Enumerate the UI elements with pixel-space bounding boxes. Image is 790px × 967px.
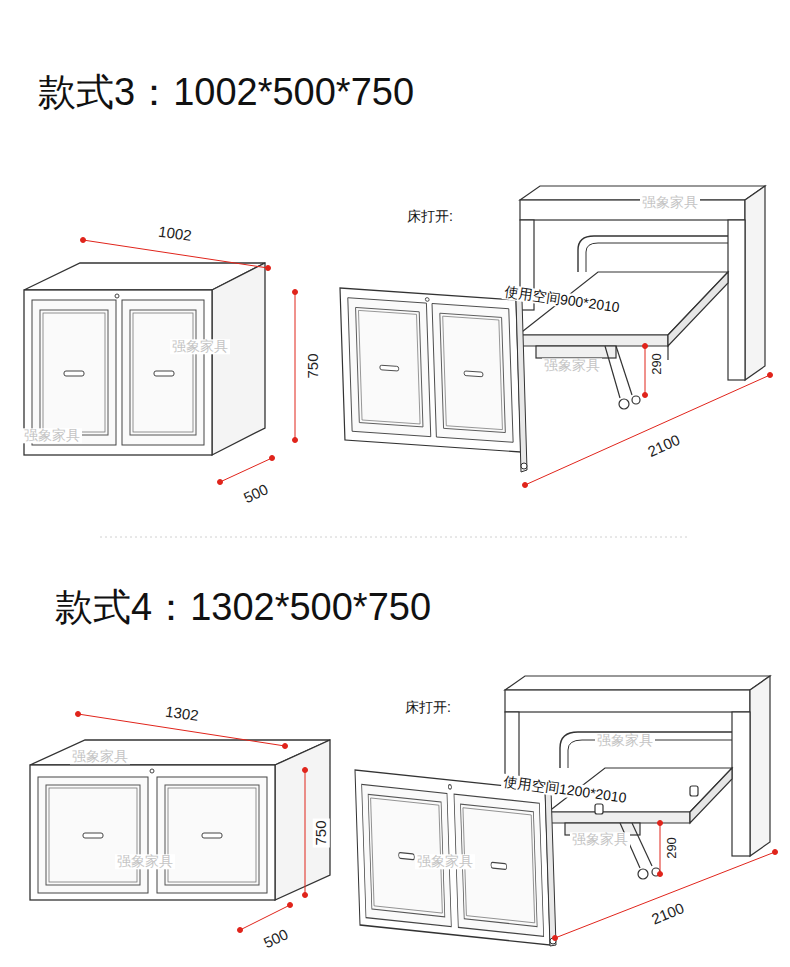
bed-edge [668,272,728,346]
dimension-value: 500 [259,925,292,952]
dimension-line [660,823,661,874]
cabinet-top-edge [520,200,745,220]
dimension-dot [523,483,528,488]
dimension-dot [303,768,308,773]
dimension-line [83,240,268,268]
dimension-value: 2100 [644,431,685,461]
watermark: 强象家具 [595,733,655,748]
dimension-line [525,375,770,485]
dimension-dot [658,872,663,877]
closed-cabinet [30,740,330,900]
dimension-line [295,292,296,440]
dimension-value: 750 [313,818,330,847]
wheel [632,396,640,404]
dimension-dot [218,480,223,485]
heading: 款式3：1002*500*750 [38,72,414,114]
bed-frame-tube [560,732,732,768]
watermark: 强象家具 [570,832,630,847]
cabinet-side [750,676,770,856]
strap [690,786,698,796]
dimension-dot [643,393,648,398]
dimension-lines [76,712,308,933]
dimension-value: 1002 [155,223,194,245]
bed-frame-tube [578,236,728,272]
open-door-front [340,288,521,452]
wheel [638,869,648,879]
watermark: 强象家具 [22,428,82,443]
dimension-value: 290 [650,351,664,377]
dimension-dot [553,936,558,941]
cabinet-front [30,765,275,900]
dimension-lines [523,344,773,488]
bed-edge [548,812,690,823]
cabinet-top [505,676,770,690]
separator-line [100,537,690,538]
bed-leg [605,346,620,398]
watermark: 强象家具 [640,195,700,210]
dimension-dot [283,744,288,749]
dimension-dot [288,903,293,908]
door-edge [545,790,556,946]
strap [595,804,603,814]
heading: 款式4：1302*500*750 [55,587,431,629]
dimension-line [305,770,306,895]
wheel [619,399,629,409]
bed-frame-tube [586,243,728,272]
dimension-value: 1302 [162,703,201,725]
watermark: 强象家具 [115,854,175,869]
cabinet-side [275,740,330,900]
dimension-value: 500 [239,480,272,507]
dimension-line [555,852,775,938]
bed-leg [667,346,668,360]
bed-edge [690,768,732,823]
note-text: 床打开: [403,700,453,715]
dimension-dot [768,373,773,378]
dimension-line [645,346,646,395]
dimension-value: 2100 [648,899,689,928]
dimension-dot [658,821,663,826]
dimension-value: 290 [665,835,679,861]
bed-leg [616,346,632,395]
watermark: 强象家具 [70,749,130,764]
dimension-line [220,458,272,482]
dimension-dot [293,290,298,295]
dimension-dot [238,928,243,933]
cabinet-panel [728,220,745,380]
watermark: 强象家具 [170,339,230,354]
cabinet-side [212,263,265,455]
note-text: 床打开: [405,209,455,224]
cabinet-panel [732,712,750,856]
dimension-dot [81,238,86,243]
cabinet-top-edge [505,690,750,712]
dimension-dot [303,893,308,898]
closed-cabinet [24,263,265,455]
wheel [521,463,527,469]
dimension-dot [270,456,275,461]
dimension-dot [643,344,648,349]
door-edge [516,300,527,472]
dimension-dot [293,438,298,443]
bed-leg [632,823,652,866]
dimension-lines [553,821,778,941]
dimension-lines [81,238,298,485]
dimension-dot [266,266,271,271]
open-door-front [355,770,550,945]
watermark: 强象家具 [415,854,475,869]
cabinet-side [745,186,765,380]
bed-rail [536,346,616,358]
watermark: 强象家具 [542,358,602,373]
dimension-dot [773,850,778,855]
dimension-dot [76,712,81,717]
dimension-value: 750 [305,351,322,380]
